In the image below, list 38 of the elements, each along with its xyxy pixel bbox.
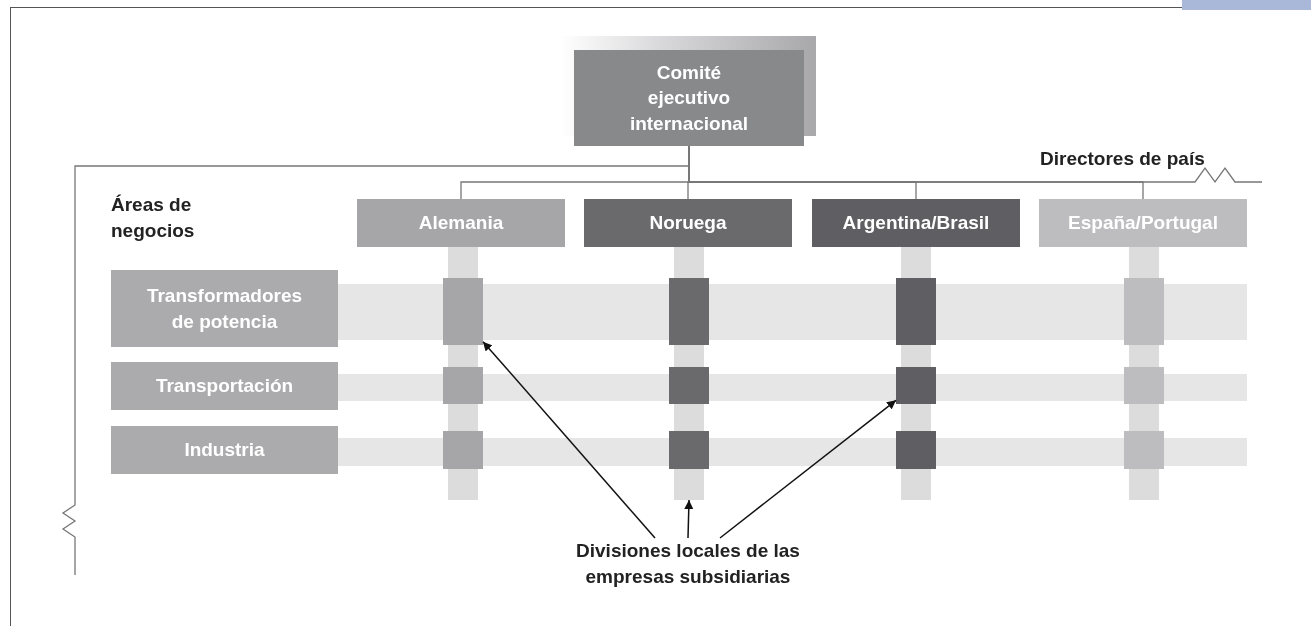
business-area-box bbox=[111, 270, 338, 347]
box-label: Industria bbox=[184, 438, 265, 463]
box-label: Comité ejecutivo internacional bbox=[628, 60, 750, 136]
box-label: Transportación bbox=[155, 374, 294, 399]
column-band bbox=[896, 247, 936, 500]
box-label: Transformadores de potencia bbox=[145, 283, 304, 334]
country-box bbox=[584, 199, 792, 247]
intersection-box bbox=[443, 278, 483, 345]
intersection-box bbox=[896, 278, 936, 345]
business-area-box bbox=[111, 362, 338, 410]
intersection-box bbox=[1124, 278, 1164, 345]
heading-label: Directores de país bbox=[1040, 147, 1205, 171]
committee-box bbox=[574, 50, 804, 146]
intersection-box bbox=[896, 367, 936, 404]
intersection-box bbox=[1124, 431, 1164, 469]
intersection-box bbox=[669, 431, 709, 469]
intersection-box bbox=[443, 367, 483, 404]
heading-label: Áreas de negocios bbox=[111, 193, 196, 243]
box-label: Noruega bbox=[649, 211, 727, 236]
intersection-box bbox=[669, 367, 709, 404]
column-band bbox=[1124, 247, 1164, 500]
intersection-box bbox=[896, 431, 936, 469]
box-label: Alemania bbox=[418, 211, 504, 236]
business-area-box bbox=[111, 426, 338, 474]
box-label: Argentina/Brasil bbox=[842, 211, 990, 236]
callout-text: Divisiones locales de las empresas subsidiarias bbox=[576, 540, 800, 587]
column-band bbox=[669, 247, 709, 500]
box-label: España/Portugal bbox=[1068, 211, 1218, 236]
intersection-box bbox=[1124, 367, 1164, 404]
intersection-box bbox=[669, 278, 709, 345]
arrow bbox=[482, 340, 656, 539]
intersection-box bbox=[443, 431, 483, 469]
column-band bbox=[443, 247, 483, 500]
arrow bbox=[719, 399, 897, 539]
country-box bbox=[1039, 199, 1247, 247]
arrow bbox=[684, 499, 694, 539]
country-box bbox=[357, 199, 565, 247]
country-box bbox=[812, 199, 1020, 247]
